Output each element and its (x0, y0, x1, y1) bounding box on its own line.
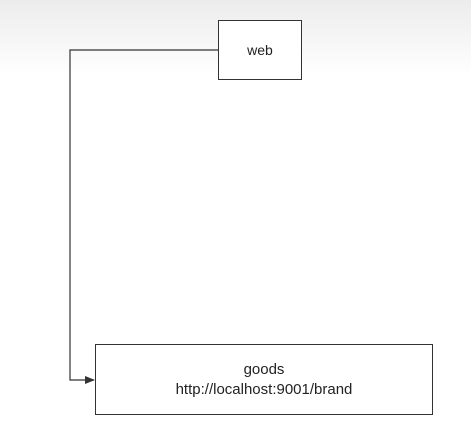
node-goods-url: http://localhost:9001/brand (175, 380, 353, 398)
node-web-label: web (247, 41, 273, 58)
node-goods[interactable]: goods http://localhost:9001/brand (95, 344, 433, 415)
node-web[interactable]: web (218, 20, 302, 80)
edge-web-to-goods[interactable] (69, 49, 218, 384)
node-goods-label: goods (243, 360, 285, 378)
